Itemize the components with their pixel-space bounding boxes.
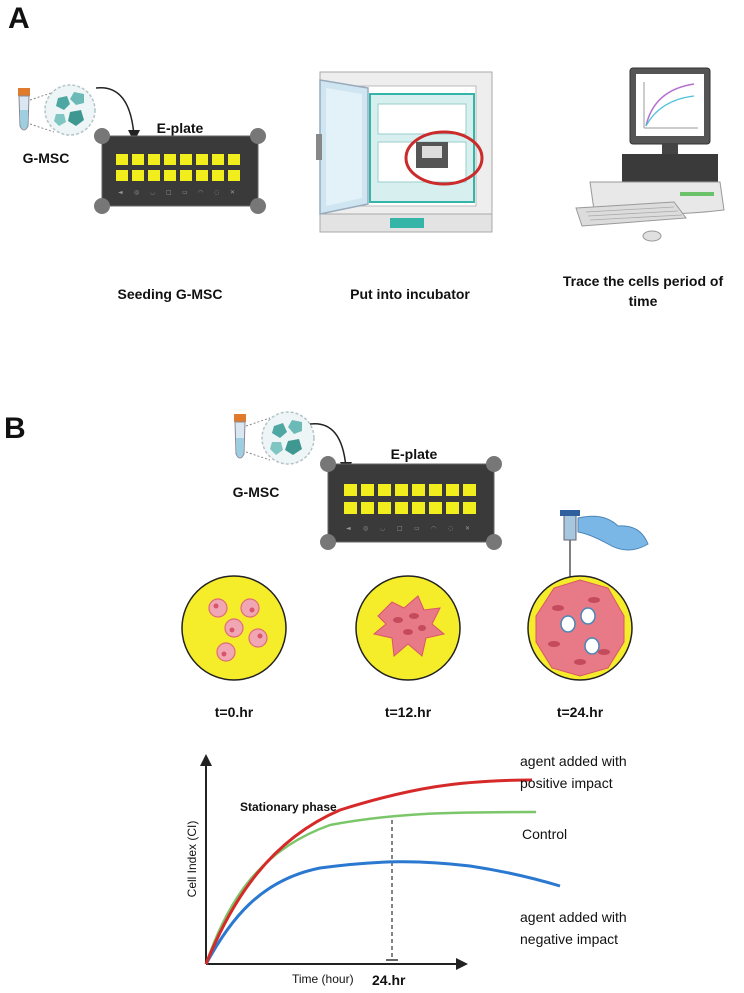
y-axis-arrow xyxy=(200,754,212,766)
series-line-control xyxy=(204,810,537,965)
legend-positive: agent added with positive impact xyxy=(520,753,627,791)
series-line-positive xyxy=(204,778,533,965)
x-axis-arrow xyxy=(456,958,468,970)
svg-text:□: □ xyxy=(397,525,403,532)
cells-label-b: G-MSC xyxy=(232,484,280,500)
marker-label-24hr: 24.hr xyxy=(372,972,406,988)
svg-text:◌: ◌ xyxy=(448,525,453,532)
plate-label-b: E-plate xyxy=(390,446,438,462)
e-plate-illustration-b: ◄ ◎ ◡ □ ▭ ◠ ◌ ✕ xyxy=(320,456,502,550)
time-label-0: t=0.hr xyxy=(214,704,254,720)
cells-label-a: G-MSC xyxy=(22,150,70,166)
svg-text:□: □ xyxy=(166,189,172,196)
step1-label: Seeding G-MSC xyxy=(117,286,223,302)
svg-text:▭: ▭ xyxy=(182,189,188,196)
x-axis-label: Time (hour) xyxy=(292,972,354,986)
svg-text:▭: ▭ xyxy=(414,525,420,532)
svg-text:◄: ◄ xyxy=(346,525,351,532)
legend-negative: agent added with negative impact xyxy=(520,909,627,947)
time-label-12: t=12.hr xyxy=(384,704,432,720)
dish-t24-illustration xyxy=(527,575,633,681)
svg-text:◡: ◡ xyxy=(150,189,155,196)
series-line-negative xyxy=(204,860,561,965)
y-axis-label: Cell Index (CI) xyxy=(185,820,199,898)
tube-and-cells-illustration-b xyxy=(234,411,315,465)
computer-illustration xyxy=(575,67,725,242)
svg-text:◄: ◄ xyxy=(118,189,123,196)
svg-text:◎: ◎ xyxy=(363,525,368,532)
step2-label: Put into incubator xyxy=(350,286,470,302)
pipette-illustration xyxy=(560,510,649,600)
time-label-24: t=24.hr xyxy=(556,704,604,720)
tube-and-cells-illustration-a xyxy=(18,84,96,136)
dish-t0-illustration xyxy=(181,575,287,681)
svg-text:◠: ◠ xyxy=(431,525,436,532)
panel-b-letter: B xyxy=(4,412,26,445)
panel-a-letter: A xyxy=(8,2,30,35)
step3-label: Trace the cells period of time xyxy=(562,273,724,309)
stationary-phase-label: Stationary phase xyxy=(240,800,337,814)
svg-text:◌: ◌ xyxy=(214,189,219,196)
svg-text:◎: ◎ xyxy=(134,189,139,196)
legend-control: Control xyxy=(522,826,568,842)
e-plate-illustration-a: ◄ ◎ ◡ □ ▭ ◠ ◌ ✕ xyxy=(94,128,266,214)
incubator-illustration xyxy=(316,71,493,233)
svg-text:✕: ✕ xyxy=(230,189,235,196)
svg-text:✕: ✕ xyxy=(465,525,470,532)
plate-label-a: E-plate xyxy=(156,120,204,136)
svg-text:◠: ◠ xyxy=(198,189,203,196)
dish-t12-illustration xyxy=(355,575,461,681)
svg-text:◡: ◡ xyxy=(380,525,385,532)
